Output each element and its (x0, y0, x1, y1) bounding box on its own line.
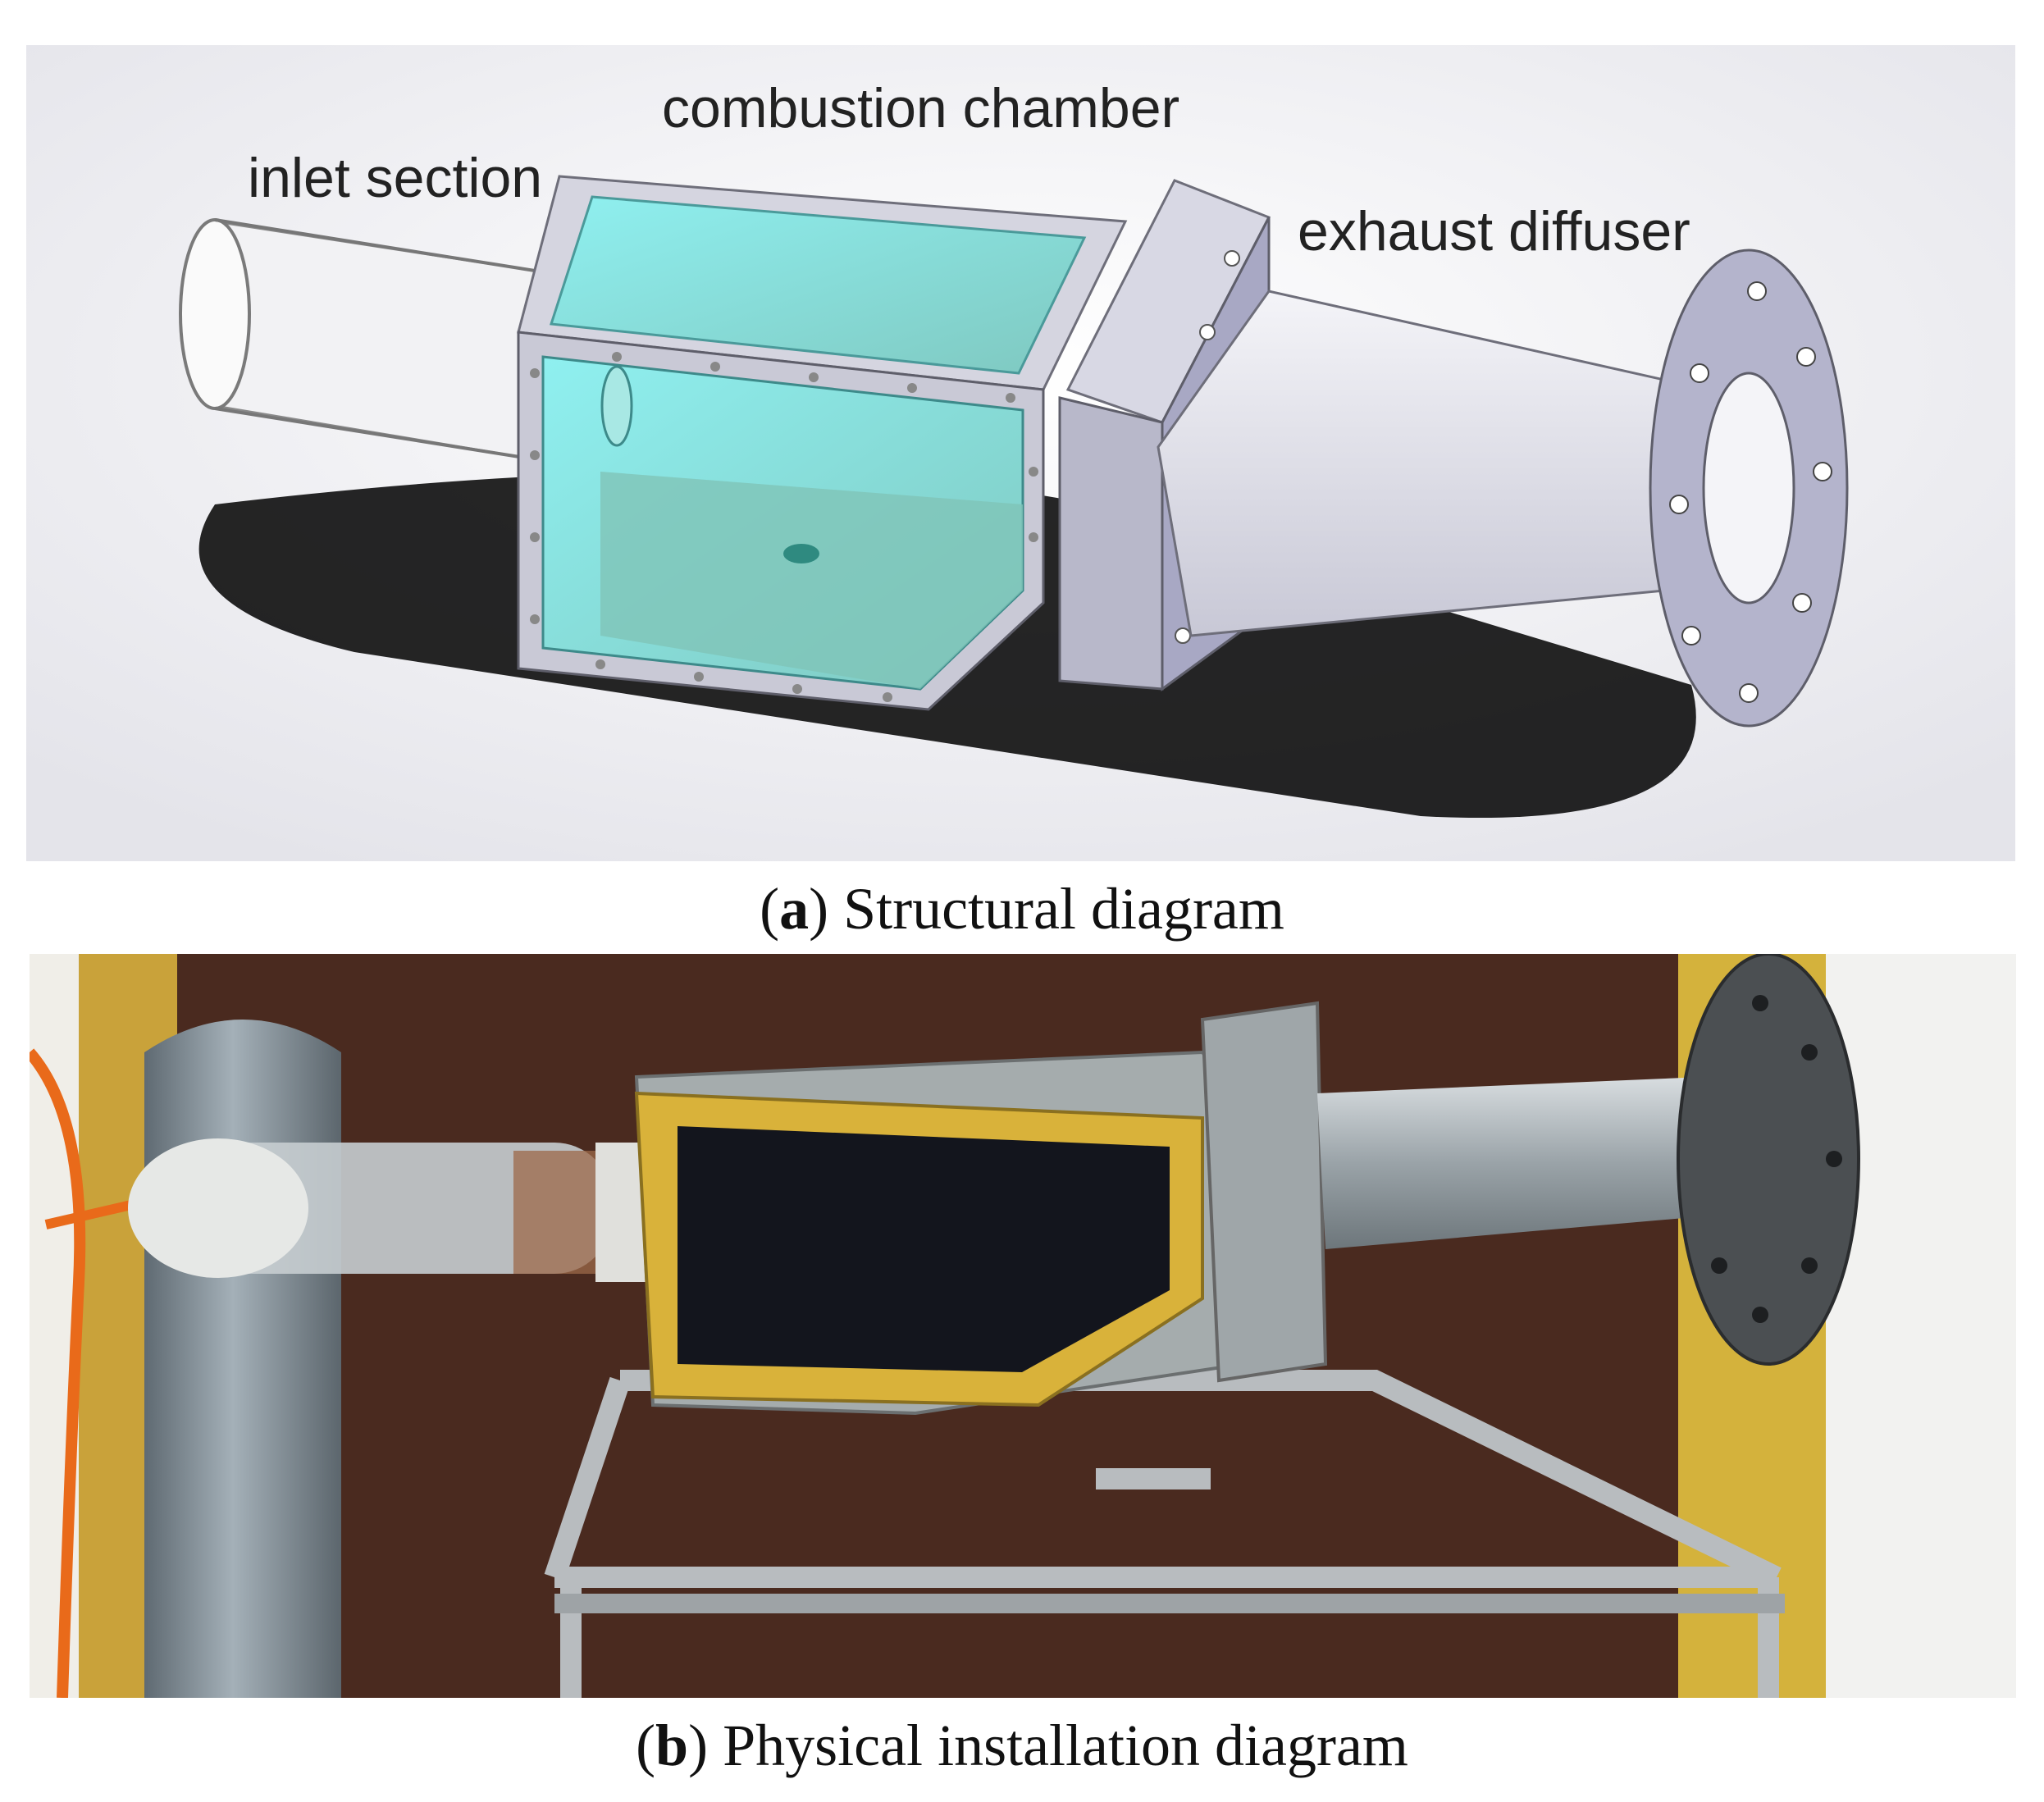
exhaust-diffuser (1157, 249, 1849, 728)
caption-a: (a) Structural diagram (760, 876, 1284, 942)
caption-b: (b) Physical installation diagram (636, 1713, 1408, 1778)
bottom-port (783, 544, 819, 563)
combustion-chamber (517, 175, 1128, 711)
chamber-window (678, 1126, 1170, 1372)
frame-bolts (530, 352, 1038, 702)
physical-installation-photo (30, 954, 2016, 1698)
outlet-opening (1702, 372, 1795, 604)
caption-a-letter: a (779, 876, 810, 942)
diffuser-pipe (1317, 1077, 1703, 1249)
cad-render: inlet section combustion chamber exhaust… (26, 45, 2015, 861)
orange-hose (30, 1048, 86, 1698)
structural-diagram-panel: inlet section combustion chamber exhaust… (26, 45, 2015, 861)
inlet-section-tube (179, 218, 536, 461)
flange-plate-photo (1200, 1001, 1328, 1383)
caption-a-text: Structural diagram (843, 876, 1284, 942)
top-window (550, 195, 1087, 375)
photo-render (30, 954, 2016, 1698)
label-inlet-section: inlet section (248, 147, 542, 209)
inlet-cap (128, 1138, 308, 1278)
caption-b-text: Physical installation diagram (723, 1713, 1408, 1778)
gas-cylinder (144, 1020, 341, 1698)
label-exhaust-diffuser: exhaust diffuser (1298, 200, 1690, 262)
label-combustion-chamber: combustion chamber (662, 77, 1179, 139)
caption-b-letter: b (655, 1713, 689, 1778)
